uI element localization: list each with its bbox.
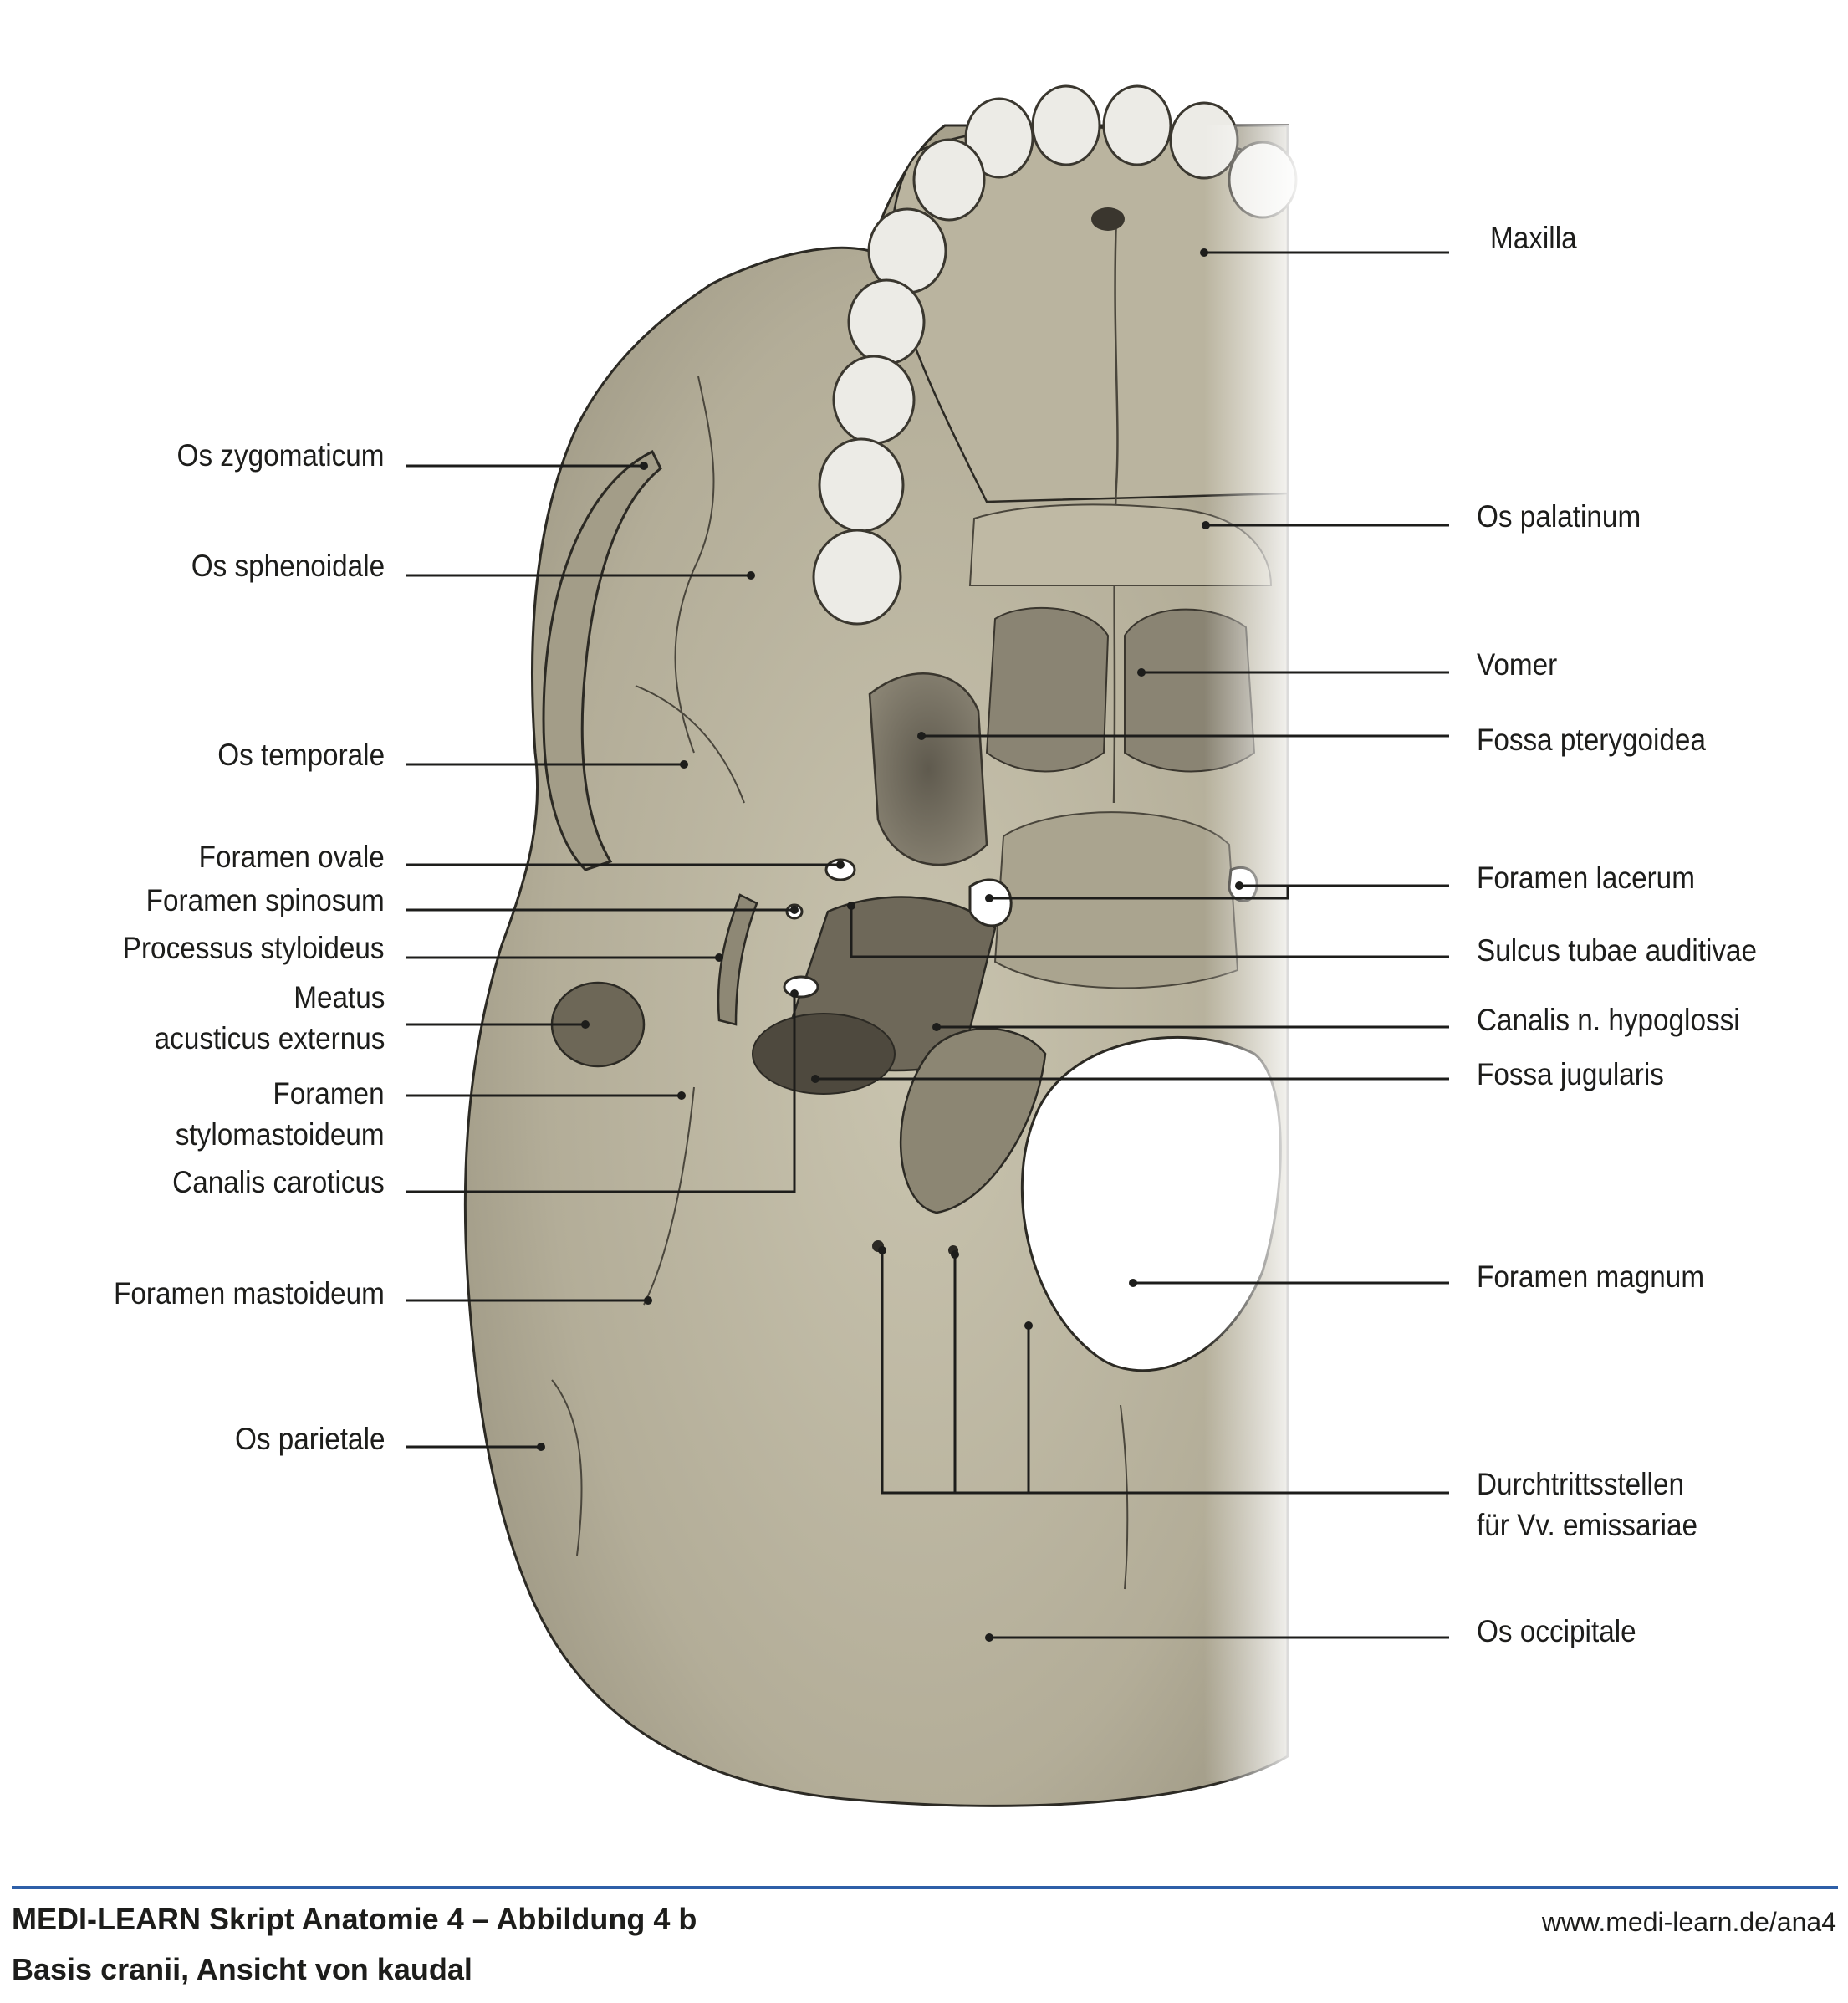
basilar-part bbox=[993, 811, 1239, 989]
label-foramen-lacerum: Foramen lacerum bbox=[1477, 861, 1695, 895]
label-foramen-spinosum: Foramen spinosum bbox=[145, 883, 385, 917]
carotid-canal-shape bbox=[783, 975, 819, 999]
label-vomer: Vomer bbox=[1477, 647, 1558, 682]
leader-sulcus-tubae bbox=[850, 906, 1449, 958]
label-fossa-pterygoidea: Fossa pterygoidea bbox=[1477, 723, 1706, 757]
source-url: www.medi-learn.de/ana4 bbox=[1541, 1907, 1836, 1937]
label-os-sphenoidale: Os sphenoidale bbox=[191, 549, 385, 583]
label-processus-styloideus: Processus styloideus bbox=[123, 931, 385, 965]
label-maxilla: Maxilla bbox=[1490, 221, 1577, 255]
sutures bbox=[551, 376, 1129, 1590]
midline-fade bbox=[1204, 125, 1304, 1781]
label-foramen-magnum: Foramen magnum bbox=[1477, 1260, 1705, 1294]
median-palatine-suture bbox=[1112, 217, 1119, 804]
label-durchtrittsstellen: Durchtrittsstellen für Vv. emissariae bbox=[1477, 1467, 1698, 1542]
label-fossa-jugularis: Fossa jugularis bbox=[1477, 1057, 1664, 1091]
leader-lines bbox=[406, 251, 1449, 1639]
label-foramen-ovale: Foramen ovale bbox=[198, 840, 385, 874]
label-os-zygomaticum: Os zygomaticum bbox=[177, 438, 385, 473]
figure-caption: Basis cranii, Ansicht von kaudal bbox=[12, 1952, 472, 1986]
label-os-palatinum: Os palatinum bbox=[1477, 499, 1641, 534]
foramen-lacerum-left-shape bbox=[968, 878, 1013, 927]
pterygoid-fossa bbox=[868, 672, 988, 866]
jugular-fossa-shape bbox=[752, 1013, 896, 1095]
leader-foramen-lacerum bbox=[989, 884, 1449, 900]
label-os-temporale: Os temporale bbox=[217, 738, 385, 772]
label-meatus-acusticus-externus: Meatus acusticus externus bbox=[154, 980, 385, 1055]
label-os-parietale: Os parietale bbox=[234, 1422, 385, 1456]
figure-title: MEDI-LEARN Skript Anatomie 4 – Abbildung… bbox=[12, 1902, 697, 1936]
styloid-process-shape bbox=[717, 893, 758, 1026]
footer-divider bbox=[12, 1886, 1838, 1889]
leader-emissariae bbox=[881, 1250, 1449, 1495]
label-canalis-caroticus: Canalis caroticus bbox=[172, 1165, 385, 1199]
occipital-condyle bbox=[899, 1027, 1047, 1214]
label-foramen-mastoideum: Foramen mastoideum bbox=[114, 1276, 385, 1311]
incisive-foramen bbox=[1091, 207, 1125, 231]
label-os-occipitale: Os occipitale bbox=[1477, 1614, 1636, 1648]
leader-canalis-caroticus bbox=[406, 994, 796, 1193]
label-foramen-stylomastoideum: Foramen stylomastoideum bbox=[176, 1076, 385, 1152]
leader-endpoints bbox=[537, 248, 1243, 1642]
label-canalis-n-hypoglossi: Canalis n. hypoglossi bbox=[1477, 1003, 1740, 1037]
label-sulcus-tubae-auditivae: Sulcus tubae auditivae bbox=[1477, 933, 1758, 968]
choana-left bbox=[985, 606, 1110, 773]
